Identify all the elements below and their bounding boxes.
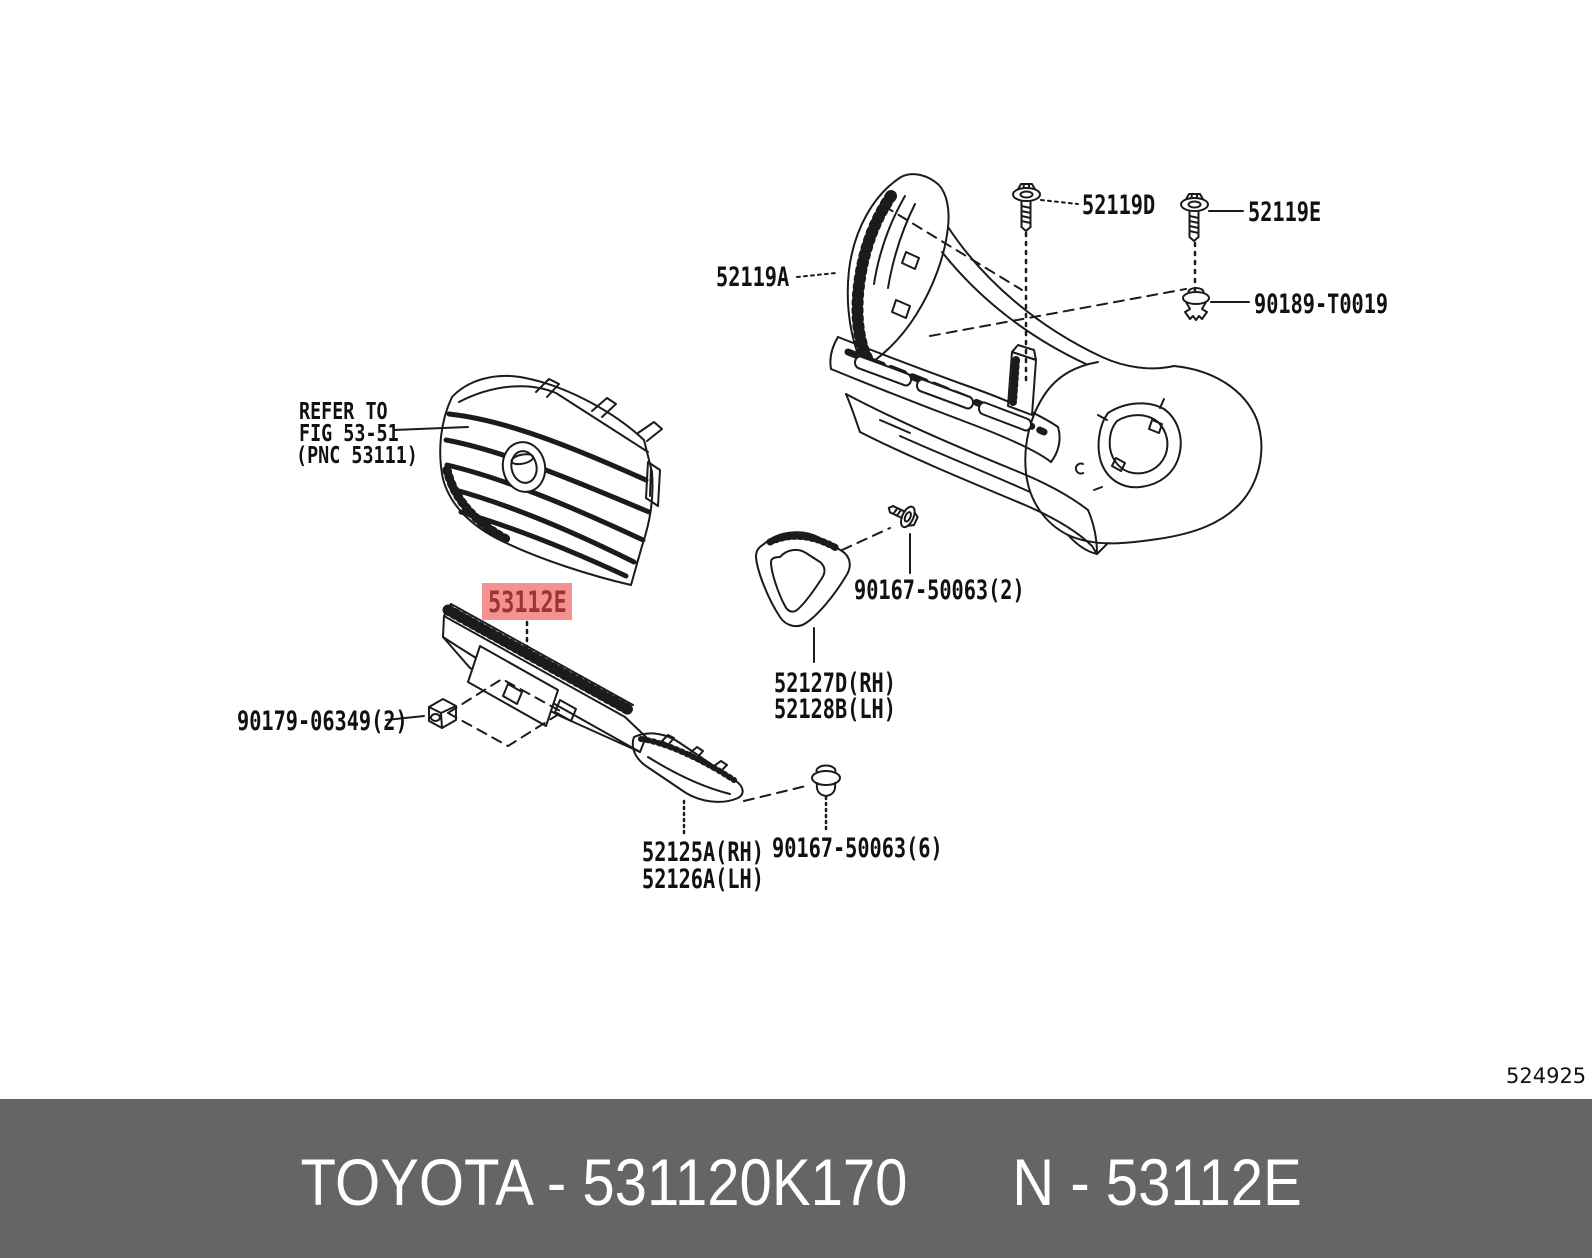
center-grille-support-drawing [442, 603, 647, 753]
screw-icon-90167-2 [883, 497, 922, 532]
callout-52126a-lh[interactable]: 52126A(LH) [642, 864, 764, 895]
clip-icon-90189 [1182, 287, 1210, 321]
leader-lines [385, 199, 1250, 836]
banner-part-code: N - 53112E [1012, 1144, 1302, 1219]
fog-lamp-cover-drawing [755, 531, 851, 628]
callout-90167-50063-2[interactable]: 90167-50063(2) [854, 575, 1025, 606]
part-info-banner: TOYOTA - 531120K170 N - 53112E [0, 1099, 1592, 1258]
callout-52127d-rh[interactable]: 52127D(RH) [774, 668, 896, 699]
banner-brand-part-number: TOYOTA - 531120K170 [300, 1144, 908, 1219]
nut-icon [428, 698, 457, 729]
bolt-icon-52119e [1180, 193, 1209, 242]
assembly-dash-fog-screw [841, 527, 891, 551]
grommet-icon-90167-6 [811, 764, 841, 797]
selected-part-number: 53112E [487, 584, 567, 619]
assembly-dash-nut [447, 678, 563, 747]
toyota-emblem-icon [501, 441, 547, 493]
callout-52128b-lh[interactable]: 52128B(LH) [774, 694, 896, 725]
callout-90167-50063-6[interactable]: 90167-50063(6) [772, 833, 943, 864]
callout-90179-06349[interactable]: 90179-06349(2) [237, 706, 408, 737]
bumper-cover-drawing [829, 173, 1263, 555]
callout-52119a[interactable]: 52119A [716, 262, 790, 293]
refer-note-line2: FIG 53-51 [299, 421, 399, 447]
lower-molding-drawing [631, 732, 744, 803]
callout-52125a-rh[interactable]: 52125A(RH) [642, 837, 764, 868]
callout-53112e-highlighted[interactable]: 53112E [482, 583, 572, 620]
bolt-icon-52119d [1012, 183, 1041, 232]
figure-number: 524925 [1506, 1064, 1587, 1088]
callout-52119d[interactable]: 52119D [1082, 190, 1156, 221]
assembly-dash-molding [743, 785, 807, 802]
callout-52119e[interactable]: 52119E [1248, 197, 1322, 228]
callout-90189-t0019[interactable]: 90189-T0019 [1254, 289, 1389, 320]
grille-drawing [439, 374, 663, 586]
refer-note-line3: (PNC 53111) [296, 443, 418, 469]
refer-note-line1: REFER TO [299, 399, 388, 425]
